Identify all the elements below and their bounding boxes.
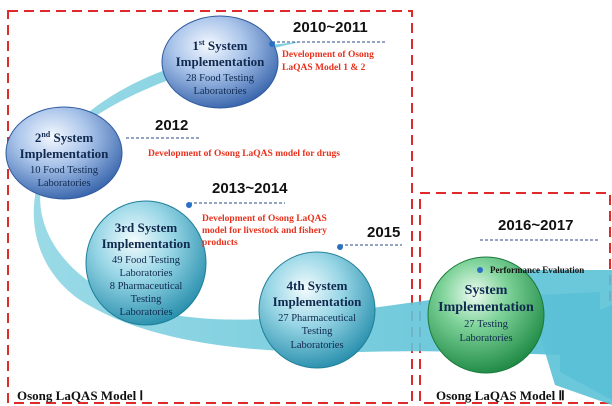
node-4-dot — [337, 244, 343, 250]
node-4-year: 2015 — [367, 224, 400, 241]
node-4-annotation: 2015 — [337, 224, 402, 250]
model-1-frame — [7, 10, 413, 404]
node-4-bubble — [258, 251, 376, 369]
node-1-detail-2: Laboratories — [193, 86, 246, 97]
node-model-2-dot — [477, 267, 483, 273]
node-1-note-2: LaQAS Model 1 & 2 — [282, 63, 366, 73]
node-model-2-title-1: System — [465, 283, 508, 298]
node-3-note-2: model for livestock and fishery — [202, 226, 327, 236]
node-3: 3rd System Implementation 49 Food Testin… — [85, 200, 207, 326]
node-1-dot — [269, 41, 275, 47]
node-1-annotation: 2010~2011 Development of Osong LaQAS Mod… — [269, 19, 385, 73]
node-model-2-annotation: 2016~2017 Performance Evaluation — [477, 217, 600, 275]
node-2-note-1: Development of Osong LaQAS model for dru… — [148, 149, 340, 159]
node-model-2-detail-2: Laboratories — [459, 333, 512, 344]
node-3-title-1: 3rd System — [115, 220, 178, 235]
node-1: 1st System Implementation 28 Food Testin… — [161, 15, 279, 109]
node-1-title: 1st System — [192, 38, 247, 53]
node-model-2-note: Performance Evaluation — [490, 265, 584, 275]
node-3-detail-2: Laboratories — [119, 268, 172, 279]
node-model-2-title-2: Implementation — [438, 300, 534, 315]
node-3-detail-4: Testing — [131, 294, 163, 305]
node-3-note-3: products — [202, 238, 238, 248]
node-1-bubble — [161, 15, 279, 109]
node-model-2-detail-1: 27 Testing — [464, 319, 508, 330]
node-3-detail-1: 49 Food Testing — [112, 255, 181, 266]
node-1-year: 2010~2011 — [293, 19, 368, 36]
node-4-detail-1: 27 Pharmaceutical — [278, 313, 356, 324]
node-2-year: 2012 — [155, 117, 188, 134]
node-4: 4th System Implementation 27 Pharmaceuti… — [258, 251, 376, 369]
node-1-title-2: Implementation — [176, 54, 266, 69]
node-3-bubble — [85, 200, 207, 326]
node-4-title-1: 4th System — [286, 278, 347, 293]
node-3-detail-5: Laboratories — [119, 307, 172, 318]
node-2-title-2: Implementation — [20, 146, 110, 161]
node-2-detail-2: Laboratories — [37, 178, 90, 189]
node-3-note-1: Development of Osong LaQAS — [202, 214, 327, 224]
model-1-label: Osong LaQAS Model Ⅰ — [17, 388, 143, 403]
node-model-2: System Implementation 27 Testing Laborat… — [427, 256, 545, 374]
node-2-title: 2nd System — [35, 130, 94, 145]
node-2-detail-1: 10 Food Testing — [30, 165, 99, 176]
node-model-2-bubble — [427, 256, 545, 374]
node-2: 2nd System Implementation 10 Food Testin… — [5, 106, 123, 200]
node-model-2-year: 2016~2017 — [498, 217, 574, 234]
model-2-label: Osong LaQAS Model Ⅱ — [436, 388, 565, 403]
node-4-title-2: Implementation — [273, 294, 363, 309]
node-4-detail-2: Testing — [302, 326, 334, 337]
node-3-dot — [186, 202, 192, 208]
node-2-annotation: 2012 Development of Osong LaQAS model fo… — [126, 117, 340, 159]
node-3-title-2: Implementation — [102, 236, 192, 251]
node-4-detail-3: Laboratories — [290, 340, 343, 351]
node-3-annotation: 2013~2014 Development of Osong LaQAS mod… — [186, 180, 327, 248]
node-1-note-1: Development of Osong — [282, 50, 374, 60]
node-3-year: 2013~2014 — [212, 180, 288, 197]
node-3-detail-3: 8 Pharmaceutical — [110, 281, 183, 292]
node-2-bubble — [5, 106, 123, 200]
node-1-detail-1: 28 Food Testing — [186, 73, 255, 84]
